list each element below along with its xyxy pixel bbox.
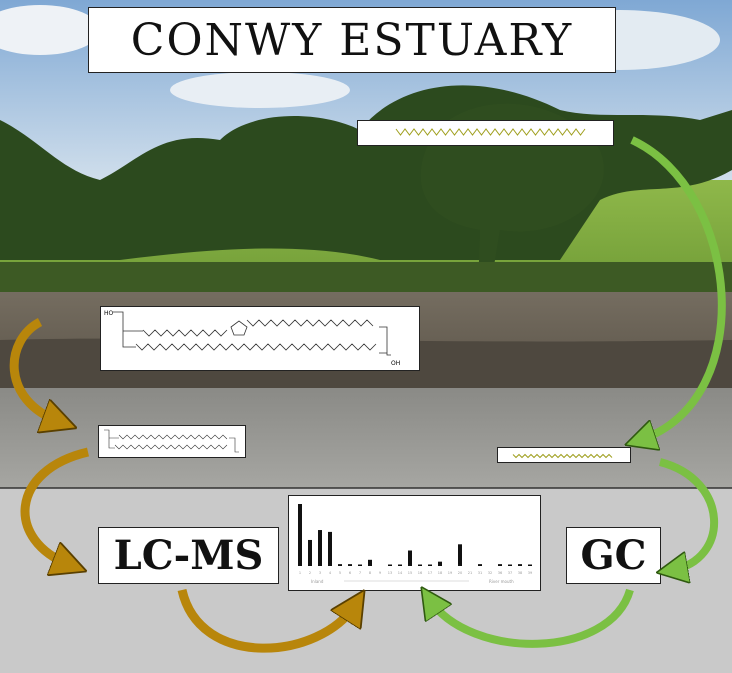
gdgt-structure: HO OH: [104, 310, 400, 367]
gc-box: GC: [566, 527, 661, 584]
bar: [508, 564, 512, 566]
bar: [498, 564, 502, 566]
tick-label: 5: [339, 571, 341, 575]
gdgt-structure-box-small: [98, 425, 246, 458]
tick-label: 32: [488, 571, 492, 575]
tick-label: 15: [408, 571, 412, 575]
lcms-box: LC-MS: [98, 527, 279, 584]
tick-label: 17: [428, 571, 432, 575]
gdgt-structure-box: HO OH: [100, 306, 420, 371]
gc-label: GC: [580, 532, 647, 579]
title-box: CONWY ESTUARY: [88, 7, 616, 73]
tick-label: 21: [468, 571, 472, 575]
tick-label: 3: [319, 571, 321, 575]
tick-label: 39: [528, 571, 532, 575]
tick-label: 8: [369, 571, 371, 575]
tick-label: 20: [458, 571, 462, 575]
bar: [328, 531, 332, 566]
bar: [438, 561, 442, 566]
alkane-chain-box: [357, 120, 614, 146]
bar: [338, 564, 342, 566]
bar: [458, 544, 462, 566]
bar: [418, 564, 422, 566]
bar: [398, 564, 402, 566]
bar: [308, 539, 312, 566]
gdgt-structure-small: [104, 429, 239, 453]
tick-label: 4: [329, 571, 332, 575]
tick-label: 16: [418, 571, 422, 575]
tick-label: 13: [388, 571, 392, 575]
tick-label: 7: [359, 571, 361, 575]
alkane-chain-structure: [395, 128, 586, 136]
alkane-chain-structure-small: [512, 453, 613, 459]
alkane-chain-box-small: [497, 447, 631, 463]
hydroxyl-label: OH: [391, 360, 400, 367]
bar: [408, 550, 412, 566]
bar: [368, 559, 372, 566]
bar: [358, 564, 362, 566]
tick-label: 1: [299, 571, 301, 575]
bar: [388, 564, 392, 566]
bar: [348, 564, 352, 566]
tick-label: 19: [448, 571, 452, 575]
tick-label: 36: [498, 571, 502, 575]
tick-label: 37: [508, 571, 512, 575]
tick-label: 18: [438, 571, 442, 575]
bar: [478, 564, 482, 566]
tick-label: 6: [349, 571, 351, 575]
tick-label: 14: [398, 571, 403, 575]
hydroxyl-label: HO: [104, 310, 114, 317]
tick-label: 9: [379, 571, 381, 575]
x-label-right: River mouth: [489, 579, 514, 584]
x-label-left: Inland: [311, 579, 324, 584]
lcms-label: LC-MS: [113, 532, 264, 579]
bar: [518, 564, 522, 566]
bar: [428, 564, 432, 566]
bar: [318, 530, 322, 566]
bar: [298, 504, 302, 566]
tick-label: 2: [309, 571, 311, 575]
bar: [528, 564, 532, 566]
tick-label: 38: [518, 571, 522, 575]
title-text: CONWY ESTUARY: [130, 14, 574, 66]
tick-label: 31: [478, 571, 482, 575]
